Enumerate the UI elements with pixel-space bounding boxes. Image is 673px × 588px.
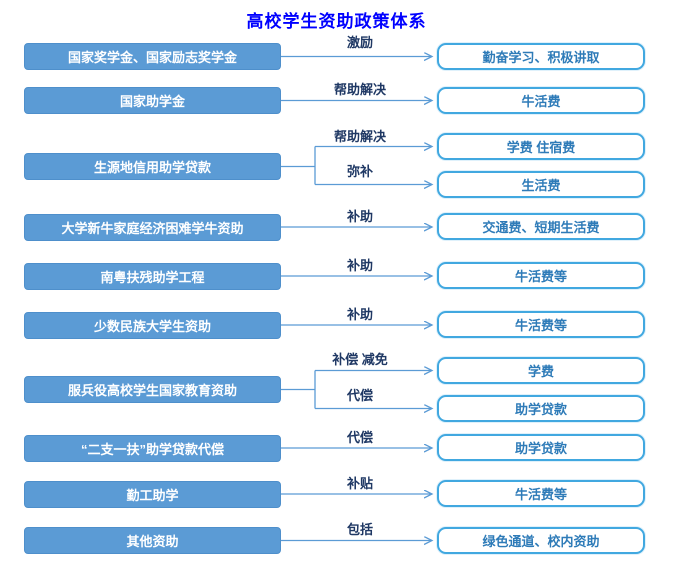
- source-box: 少数民族大学生资助: [24, 312, 281, 339]
- connector-label: 补助: [346, 209, 373, 224]
- connector-label: 帮助解决: [333, 129, 386, 144]
- target-box: 牛活费等: [437, 262, 645, 289]
- target-box: 牛活费: [437, 87, 645, 114]
- target-box: 学费 住宿费: [437, 133, 645, 160]
- source-box: 其他资助: [24, 527, 281, 554]
- source-box: 大学新牛家庭经济困难学牛资助: [24, 214, 281, 241]
- target-box: 助学贷款: [437, 434, 645, 461]
- connector-label: 代偿: [346, 430, 373, 445]
- target-box: 交通费、短期生活费: [437, 213, 645, 240]
- diagram-title: 高校学生资助政策体系: [246, 12, 427, 31]
- connector-label: 补助: [346, 258, 373, 273]
- target-box: 牛活费等: [437, 311, 645, 338]
- source-box: 生源地信用助学贷款: [24, 153, 281, 180]
- connector-label: 激励: [346, 35, 373, 50]
- target-box: 助学贷款: [437, 395, 645, 422]
- connector-label: 帮助解决: [333, 82, 386, 97]
- connector-label: 代偿: [346, 388, 373, 403]
- source-box: 南粤扶残助学工程: [24, 263, 281, 290]
- target-box: 生活费: [437, 171, 645, 198]
- target-box: 勤奋学习、积极讲取: [437, 43, 645, 70]
- connector-label: 补偿 减免: [332, 352, 388, 367]
- source-box: 国家助学金: [24, 87, 281, 114]
- connector-label: 补贴: [346, 476, 373, 491]
- target-box: 牛活费等: [437, 480, 645, 507]
- connector-label: 弥补: [346, 164, 373, 179]
- target-box: 学费: [437, 357, 645, 384]
- source-box: “二支一扶”助学贷款代偿: [24, 435, 281, 462]
- source-box: 国家奖学金、国家励志奖学金: [24, 43, 281, 70]
- source-box: 勤工助学: [24, 481, 281, 508]
- target-box: 绿色通道、校内资助: [437, 527, 645, 554]
- connector-label: 补助: [346, 307, 373, 322]
- connector-label: 包括: [346, 522, 373, 537]
- source-box: 服兵役高校学生国家教育资助: [24, 376, 281, 403]
